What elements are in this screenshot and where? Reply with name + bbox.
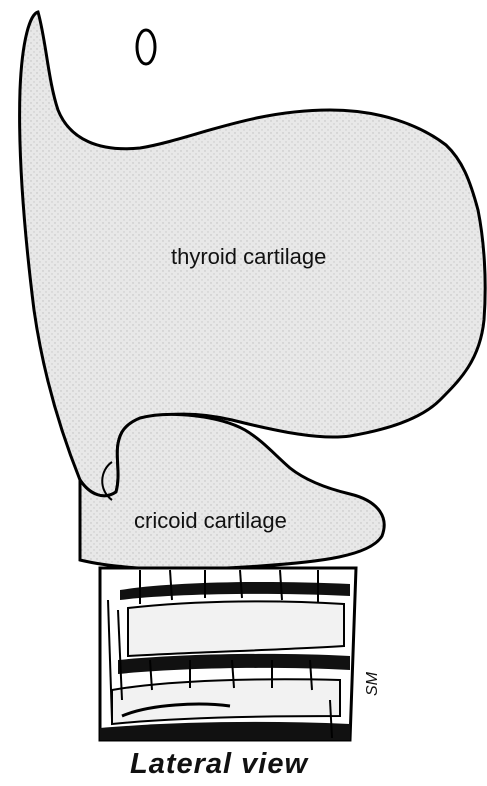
view-caption: Lateral view bbox=[130, 748, 308, 781]
triticeous-cartilage-shape bbox=[137, 30, 155, 64]
trachea bbox=[100, 568, 356, 740]
artist-signature: SM bbox=[364, 672, 382, 696]
thyroid-cartilage-label: thyroid cartilage bbox=[171, 244, 326, 270]
cricoid-cartilage-label: cricoid cartilage bbox=[134, 508, 287, 534]
